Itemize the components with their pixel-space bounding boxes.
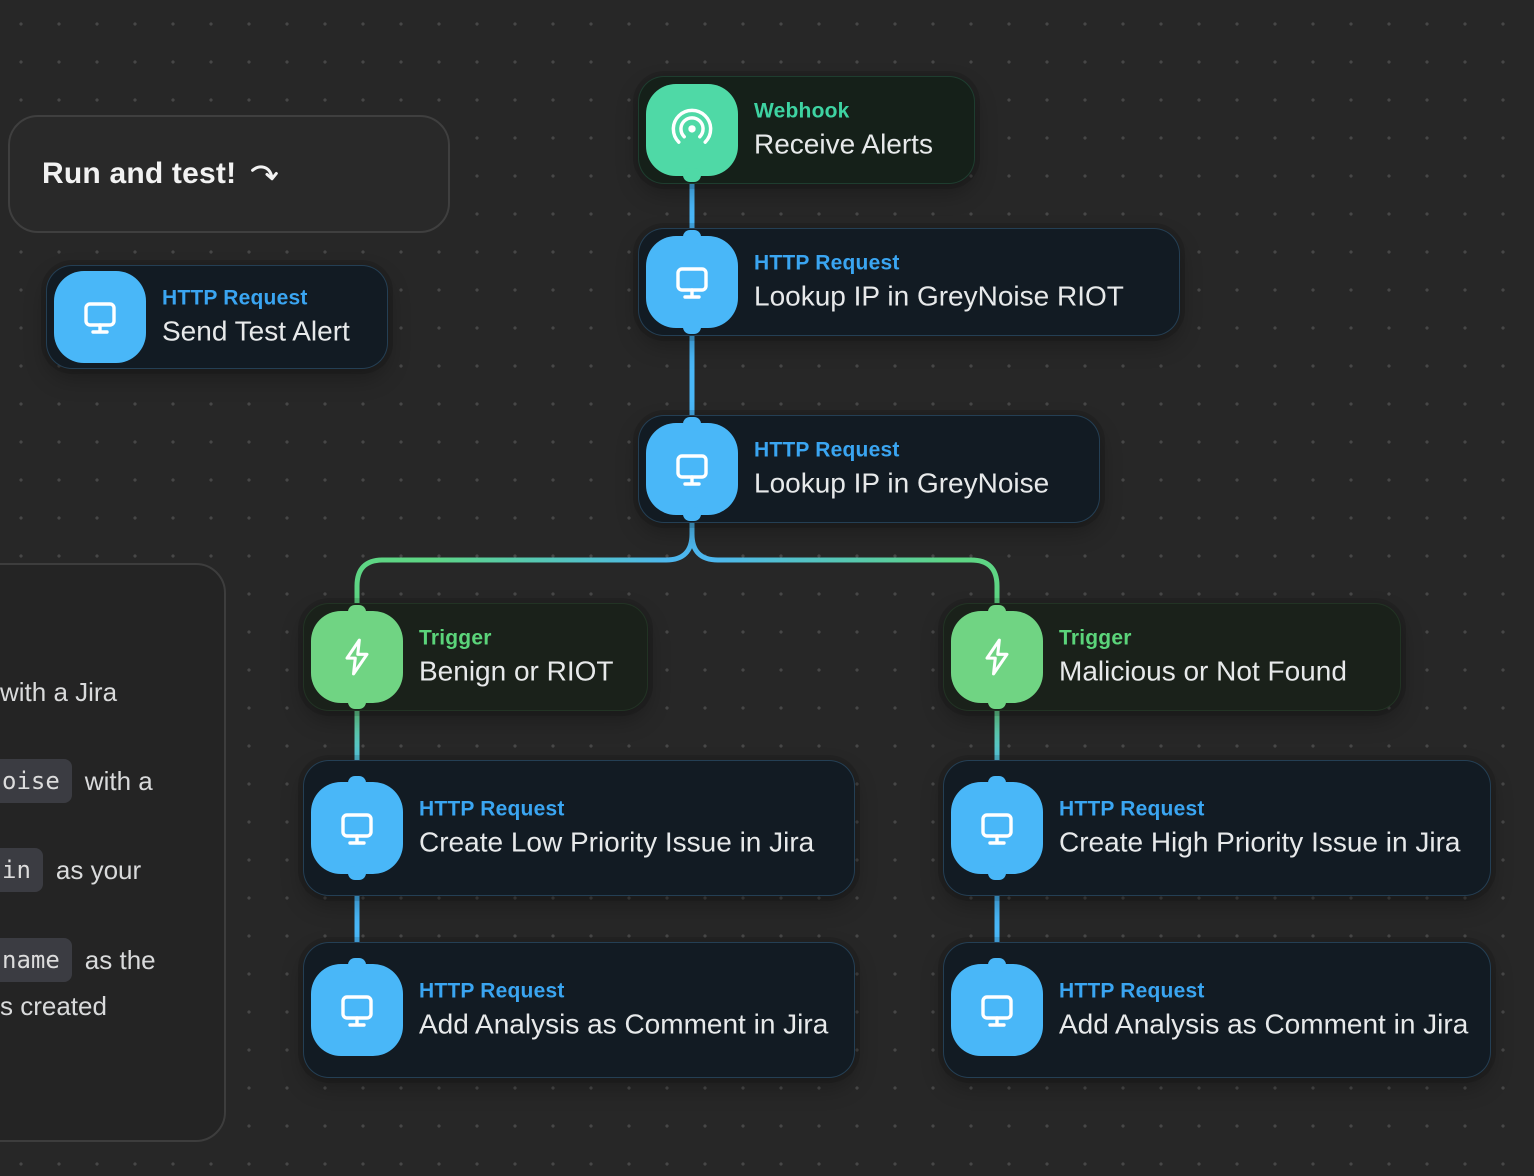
node-type-label: Webhook [754, 99, 850, 123]
note-line: s created [0, 990, 107, 1021]
monitor-icon [951, 782, 1043, 874]
node-type-label: HTTP Request [754, 251, 900, 275]
note-line: in as your [0, 848, 141, 892]
monitor-icon [54, 271, 146, 363]
curved-arrow-down-icon [251, 165, 279, 181]
node-type-label: HTTP Request [419, 797, 565, 821]
node-title: Malicious or Not Found [1059, 655, 1347, 687]
node-type-label: HTTP Request [419, 979, 565, 1003]
node-title: Lookup IP in GreyNoise RIOT [754, 280, 1124, 312]
note-line: with a Jira [0, 676, 118, 707]
node-title: Receive Alerts [754, 128, 933, 160]
node-title: Create High Priority Issue in Jira [1059, 826, 1461, 858]
node-lookup-ip-greynoise[interactable]: HTTP Request Lookup IP in GreyNoise [638, 415, 1100, 523]
note-line: oise with a [0, 759, 153, 803]
node-title: Send Test Alert [162, 315, 350, 347]
node-title: Create Low Priority Issue in Jira [419, 826, 815, 858]
code-chip: oise [0, 759, 72, 803]
run-and-test-callout[interactable]: Run and test! [8, 115, 450, 233]
note-line: name as the [0, 938, 156, 982]
node-title: Add Analysis as Comment in Jira [419, 1008, 829, 1040]
code-chip: in [0, 848, 43, 892]
node-type-label: HTTP Request [1059, 979, 1205, 1003]
node-type-label: Trigger [1059, 626, 1132, 650]
node-title: Add Analysis as Comment in Jira [1059, 1008, 1469, 1040]
monitor-icon [311, 782, 403, 874]
monitor-icon [311, 964, 403, 1056]
node-create-high-priority-issue[interactable]: HTTP Request Create High Priority Issue … [943, 760, 1491, 896]
node-type-label: HTTP Request [1059, 797, 1205, 821]
node-type-label: HTTP Request [754, 438, 900, 462]
node-add-analysis-comment-right[interactable]: HTTP Request Add Analysis as Comment in … [943, 942, 1491, 1078]
node-type-label: HTTP Request [162, 286, 308, 310]
node-title: Benign or RIOT [419, 655, 614, 687]
monitor-icon [646, 423, 738, 515]
node-trigger-malicious-or-not-found[interactable]: Trigger Malicious or Not Found [943, 603, 1401, 711]
webhook-broadcast-icon [646, 84, 738, 176]
lightning-bolt-icon [311, 611, 403, 703]
monitor-icon [951, 964, 1043, 1056]
node-trigger-benign-or-riot[interactable]: Trigger Benign or RIOT [303, 603, 648, 711]
node-lookup-ip-greynoise-riot[interactable]: HTTP Request Lookup IP in GreyNoise RIOT [638, 228, 1180, 336]
monitor-icon [646, 236, 738, 328]
node-title: Lookup IP in GreyNoise [754, 467, 1050, 499]
code-chip: name [0, 938, 72, 982]
node-receive-alerts[interactable]: Webhook Receive Alerts [638, 76, 975, 184]
node-create-low-priority-issue[interactable]: HTTP Request Create Low Priority Issue i… [303, 760, 855, 896]
node-add-analysis-comment-left[interactable]: HTTP Request Add Analysis as Comment in … [303, 942, 855, 1078]
node-send-test-alert[interactable]: HTTP Request Send Test Alert [46, 265, 388, 369]
lightning-bolt-icon [951, 611, 1043, 703]
node-type-label: Trigger [419, 626, 492, 650]
run-and-test-label: Run and test! [42, 157, 237, 190]
